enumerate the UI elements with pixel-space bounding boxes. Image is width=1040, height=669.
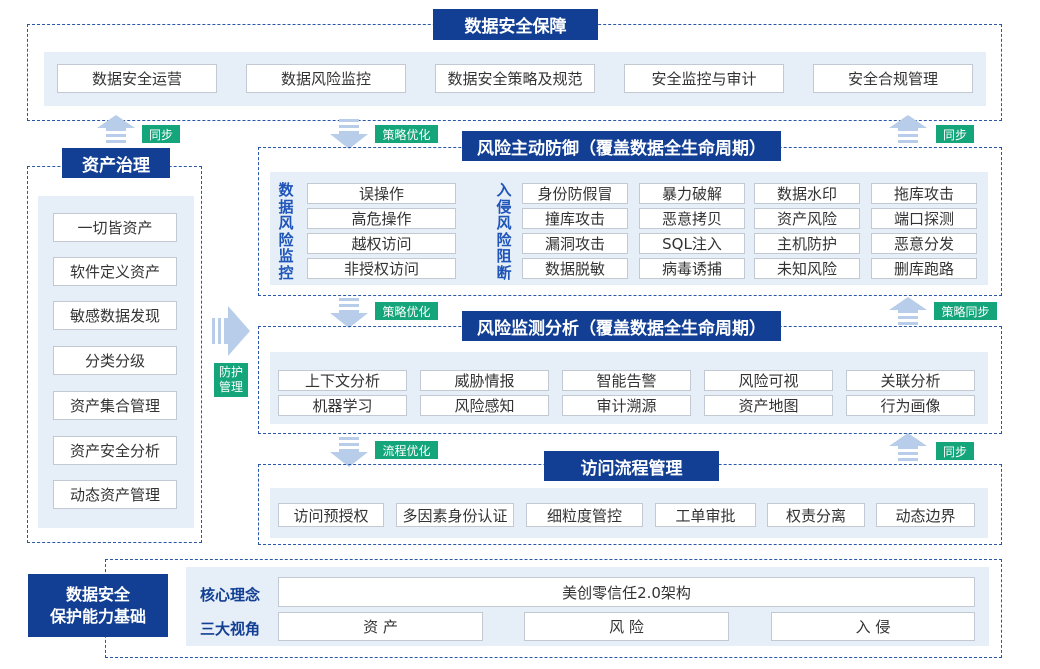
monitor-grid-cell: 资产地图 [704,395,833,416]
core-concept-label: 核心理念 [200,586,261,604]
top-item-3: 数据安全策略及规范 [435,64,595,93]
asset-title: 资产治理 [62,148,170,178]
up-arrow-icon [889,433,927,465]
asset-item-4: 分类分级 [53,346,177,375]
defense-grid-cell: 撞库攻击 [522,208,628,229]
view-intrusion: 入 侵 [771,612,975,641]
monitor-grid-cell: 上下文分析 [278,370,407,391]
defense-grid-cell: 恶意分发 [871,233,977,254]
monitor-grid-cell: 行为画像 [846,395,975,416]
defense-grid-cell: 资产风险 [754,208,860,229]
top-item-4: 安全监控与审计 [624,64,784,93]
protect-tag-line-2: 管理 [218,380,243,394]
down-arrow-icon [330,298,368,330]
access-item-3: 细粒度管控 [526,503,643,527]
defense-grid-cell: 删库跑路 [871,258,977,279]
strategy-opt-tag: 策略优化 [375,125,438,143]
strategy-opt-tag: 策略优化 [375,302,438,320]
asset-item-1: 一切皆资产 [53,213,177,242]
defense-grid-cell: 主机防护 [754,233,860,254]
access-item-1: 访问预授权 [278,503,384,527]
defense-left-item-2: 高危操作 [307,208,456,229]
up-arrow-icon [889,297,927,329]
protect-tag-line-1: 防护 [218,365,243,379]
three-views-label: 三大视角 [200,620,261,638]
flow-opt-tag: 流程优化 [375,441,438,459]
defense-grid-cell: 端口探测 [871,208,977,229]
monitor-grid-cell: 风险可视 [704,370,833,391]
monitor-grid-cell: 关联分析 [846,370,975,391]
defense-title: 风险主动防御（覆盖数据全生命周期） [462,131,781,161]
top-item-2: 数据风险监控 [246,64,406,93]
defense-grid-cell: SQL注入 [639,233,745,254]
asset-item-5: 资产集合管理 [53,391,177,420]
monitor-grid-cell: 审计溯源 [562,395,691,416]
defense-grid-cell: 拖库攻击 [871,183,977,204]
top-item-5: 安全合规管理 [813,64,973,93]
defense-grid-cell: 未知风险 [754,258,860,279]
access-title: 访问流程管理 [544,451,719,481]
defense-left-item-4: 非授权访问 [307,258,456,279]
monitor-grid-cell: 风险感知 [420,395,549,416]
view-asset: 资 产 [278,612,483,641]
defense-grid-cell: 数据水印 [754,183,860,204]
defense-left-item-1: 误操作 [307,183,456,204]
foundation-title: 数据安全 保护能力基础 [28,574,168,637]
asset-item-6: 资产安全分析 [53,436,177,465]
asset-item-2: 软件定义资产 [53,257,177,286]
asset-item-3: 敏感数据发现 [53,301,177,330]
top-title: 数据安全保障 [433,9,598,40]
defense-grid-cell: 恶意拷贝 [639,208,745,229]
monitor-grid-cell: 机器学习 [278,395,407,416]
defense-grid-cell: 病毒诱捕 [639,258,745,279]
data-risk-monitor-label: 数 据 风 险 监 控 [278,181,294,282]
up-arrow-icon [97,115,135,147]
defense-grid-cell: 漏洞攻击 [522,233,628,254]
foundation-title-line-2: 保护能力基础 [49,606,146,626]
top-item-1: 数据安全运营 [57,64,217,93]
monitor-grid-cell: 威胁情报 [420,370,549,391]
sync-tag: 同步 [936,442,974,460]
monitor-title: 风险监测分析（覆盖数据全生命周期） [462,311,781,341]
down-arrow-icon [330,119,368,151]
defense-grid-cell: 暴力破解 [639,183,745,204]
defense-left-item-3: 越权访问 [307,233,456,254]
strategy-sync-tag: 策略同步 [934,302,997,320]
monitor-grid-cell: 智能告警 [562,370,691,391]
access-item-6: 动态边界 [876,503,975,527]
up-arrow-icon [889,115,927,147]
down-arrow-icon [330,437,368,469]
defense-grid-cell: 数据脱敏 [522,258,628,279]
access-item-2: 多因素身份认证 [396,503,514,527]
asset-item-7: 动态资产管理 [53,480,177,509]
sync-tag: 同步 [936,125,974,143]
core-concept-value: 美创零信任2.0架构 [278,577,975,607]
protect-tag: 防护 管理 [214,363,248,397]
foundation-title-line-1: 数据安全 [65,584,130,604]
access-item-4: 工单审批 [655,503,756,527]
intrusion-risk-block-label: 入 侵 风 险 阻 断 [496,181,512,282]
right-arrow-icon [212,306,252,356]
defense-grid-cell: 身份防假冒 [522,183,628,204]
access-item-5: 权责分离 [767,503,865,527]
view-risk: 风 险 [524,612,729,641]
sync-tag: 同步 [142,125,180,143]
